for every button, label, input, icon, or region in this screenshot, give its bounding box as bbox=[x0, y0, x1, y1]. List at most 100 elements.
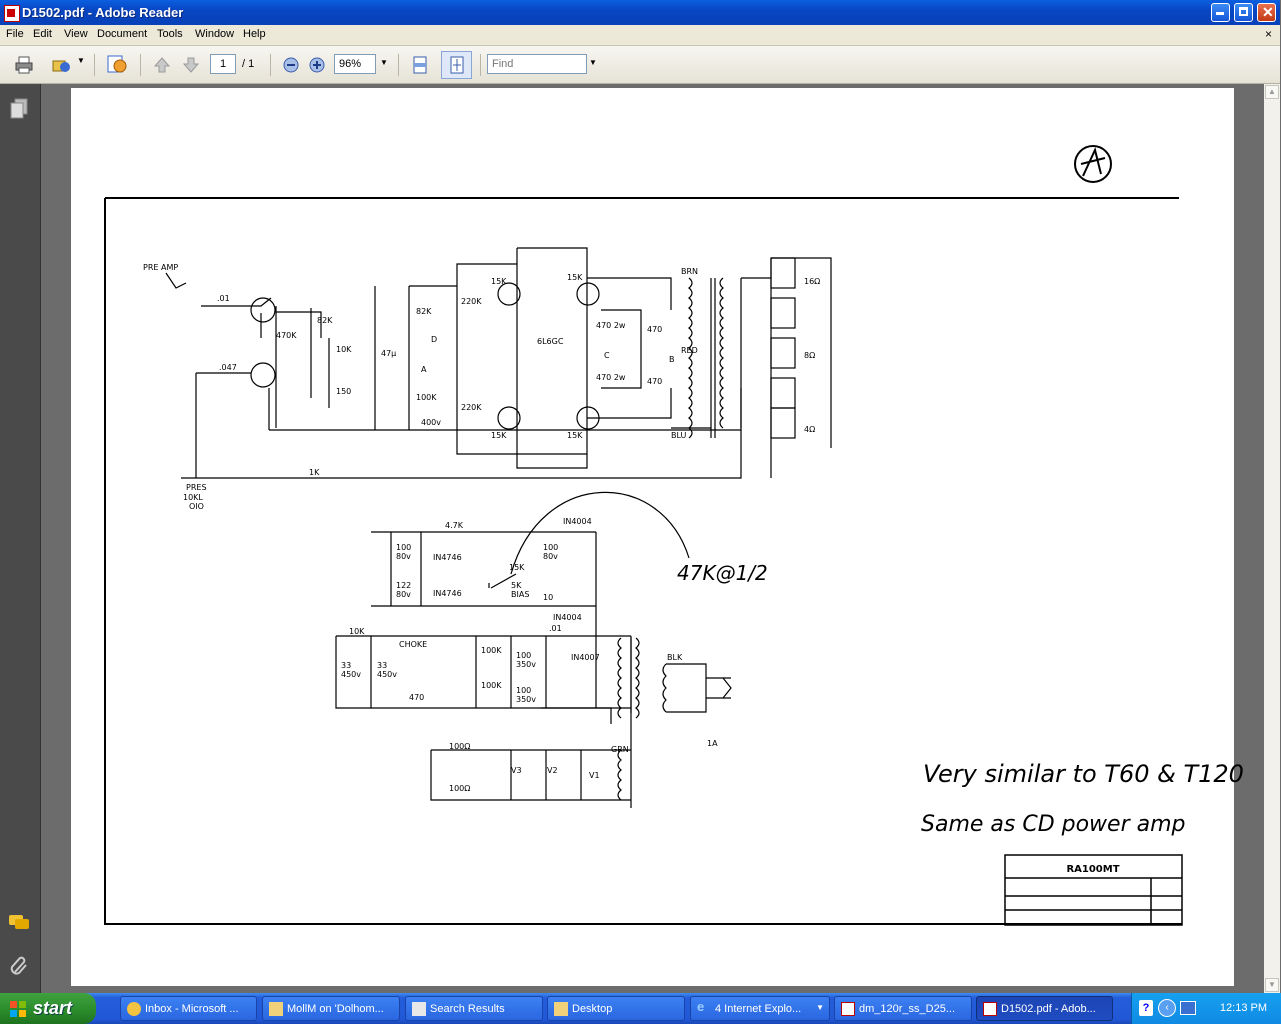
zoom-dropdown-icon[interactable]: ▼ bbox=[380, 58, 388, 67]
wire-brn-label: BRN bbox=[681, 267, 698, 276]
heater-v1-label: V1 bbox=[589, 771, 600, 780]
pdf-file-icon-active bbox=[983, 1002, 997, 1016]
toolbar: ▼ / 1 ▼ ▼ bbox=[0, 46, 1280, 84]
output-8-label: 8Ω bbox=[804, 351, 815, 360]
wire-blu-label: BLU bbox=[671, 431, 687, 440]
sign-document-icon[interactable] bbox=[105, 52, 129, 76]
network-icon[interactable] bbox=[1180, 1001, 1196, 1015]
start-button[interactable]: start bbox=[0, 993, 96, 1024]
taskbar: start Inbox - Microsoft ... MollM on 'Do… bbox=[0, 993, 1281, 1024]
bias-label: BIAS bbox=[511, 590, 529, 599]
menu-bar: File Edit View Document Tools Window Hel… bbox=[0, 25, 1280, 46]
scroll-up-icon[interactable]: ▲ bbox=[1265, 85, 1279, 99]
resistor-10k-label: 10K bbox=[336, 345, 352, 354]
windows-logo-icon bbox=[10, 1001, 26, 1017]
previous-page-icon[interactable] bbox=[152, 55, 172, 75]
node-c-label: C bbox=[604, 351, 610, 360]
outlook-icon bbox=[127, 1002, 141, 1016]
help-icon[interactable]: ? bbox=[1139, 1000, 1153, 1016]
maximize-button[interactable] bbox=[1234, 3, 1253, 22]
cap-100-label: 100 bbox=[396, 543, 411, 552]
cap-80-b-label: 80v bbox=[543, 552, 558, 561]
menu-document[interactable]: Document bbox=[97, 28, 148, 40]
resistor-220k-a-label: 220K bbox=[461, 297, 482, 306]
task-search-results[interactable]: Search Results bbox=[405, 996, 543, 1021]
folder-icon bbox=[269, 1002, 283, 1016]
heater-v3-label: V3 bbox=[511, 766, 522, 775]
vertical-scrollbar[interactable]: ▲ ▼ bbox=[1264, 84, 1280, 993]
brand-logo-icon bbox=[1074, 145, 1112, 183]
resistor-15k-a-label: 15K bbox=[491, 277, 507, 286]
node-a-label: A bbox=[421, 365, 427, 374]
scroll-down-icon[interactable]: ▼ bbox=[1265, 978, 1279, 992]
cap-400v-label: 400v bbox=[421, 418, 441, 427]
menu-file[interactable]: File bbox=[6, 28, 24, 40]
attachments-panel-icon[interactable] bbox=[9, 954, 29, 976]
cap-047-label: .047 bbox=[219, 363, 237, 372]
menu-help[interactable]: Help bbox=[243, 28, 266, 40]
cap-01-label: .01 bbox=[217, 294, 230, 303]
menu-view[interactable]: View bbox=[64, 28, 88, 40]
cap-80v-label: 80v bbox=[396, 590, 411, 599]
task-mollm[interactable]: MollM on 'Dolhom... bbox=[262, 996, 400, 1021]
clock[interactable]: 12:13 PM bbox=[1219, 1002, 1267, 1014]
cap-122-label: 122 bbox=[396, 581, 411, 590]
menu-tools[interactable]: Tools bbox=[157, 28, 183, 40]
resistor-470-d-label: 470 bbox=[647, 377, 662, 386]
group-dropdown-icon[interactable]: ▼ bbox=[816, 1003, 824, 1012]
zoom-in-icon[interactable] bbox=[308, 56, 326, 74]
resistor-100k-b-label: 100K bbox=[481, 646, 502, 655]
tray-expand-icon[interactable]: ‹ bbox=[1158, 999, 1176, 1017]
node-d-label: D bbox=[431, 335, 437, 344]
diode-in4007-label: IN4007 bbox=[571, 653, 600, 662]
desktop-folder-icon bbox=[554, 1002, 568, 1016]
page-number-input[interactable] bbox=[210, 54, 236, 74]
comments-panel-icon[interactable] bbox=[8, 913, 30, 933]
cap-47u-label: 47µ bbox=[381, 349, 396, 358]
resistor-82k-b-label: 82K bbox=[416, 307, 432, 316]
cap-100-d-label: 100 bbox=[516, 686, 531, 695]
menu-edit[interactable]: Edit bbox=[33, 28, 52, 40]
next-page-icon[interactable] bbox=[181, 55, 201, 75]
resistor-15k-b-label: 15K bbox=[567, 273, 583, 282]
task-inbox[interactable]: Inbox - Microsoft ... bbox=[120, 996, 257, 1021]
cap-10-label: 10 bbox=[543, 593, 553, 602]
resistor-15k-d-label: 15K bbox=[567, 431, 583, 440]
resistor-82k-label: 82K bbox=[317, 316, 333, 325]
cap-100-b-label: 100 bbox=[543, 543, 558, 552]
internet-explorer-icon: e bbox=[697, 999, 705, 1014]
fit-page-button[interactable] bbox=[441, 51, 472, 79]
task-pdf-dm120r[interactable]: dm_120r_ss_D25... bbox=[834, 996, 972, 1021]
task-desktop[interactable]: Desktop bbox=[547, 996, 685, 1021]
cap-100-c-v-label: 350v bbox=[516, 660, 536, 669]
resistor-470k-label: 470K bbox=[276, 331, 297, 340]
output-4-label: 4Ω bbox=[804, 425, 815, 434]
email-share-icon[interactable] bbox=[51, 55, 71, 75]
find-dropdown-icon[interactable]: ▼ bbox=[589, 58, 597, 67]
title-bar[interactable]: D1502.pdf - Adobe Reader ✕ bbox=[0, 0, 1280, 25]
pages-panel-icon[interactable] bbox=[9, 98, 29, 120]
resistor-100-b-label: 100Ω bbox=[449, 784, 470, 793]
share-dropdown-icon[interactable]: ▼ bbox=[77, 56, 85, 65]
zoom-out-icon[interactable] bbox=[282, 56, 300, 74]
minimize-button[interactable] bbox=[1211, 3, 1230, 22]
bias-pot-5k-label: 5K bbox=[511, 581, 522, 590]
tube-type-label: 6L6GC bbox=[537, 337, 564, 346]
model-number-label: RA100MT bbox=[1066, 864, 1119, 875]
close-window-button[interactable]: ✕ bbox=[1257, 3, 1276, 22]
choke-label: CHOKE bbox=[399, 640, 427, 649]
resistor-47k-label: 4.7K bbox=[445, 521, 464, 530]
menu-window[interactable]: Window bbox=[195, 28, 235, 40]
close-document-icon[interactable]: × bbox=[1264, 27, 1272, 41]
pres-sub-label: OIO bbox=[189, 502, 204, 511]
zoom-level-input[interactable] bbox=[334, 54, 376, 74]
task-pdf-d1502[interactable]: D1502.pdf - Adob... bbox=[976, 996, 1113, 1021]
fit-width-icon[interactable] bbox=[410, 55, 430, 75]
resistor-100k-label: 100K bbox=[416, 393, 437, 402]
cap-33-b-v-label: 450v bbox=[377, 670, 397, 679]
pdf-file-icon bbox=[841, 1002, 855, 1016]
document-viewport[interactable]: RA100MT Very similar to T60 & T120 Same … bbox=[41, 84, 1264, 993]
print-icon[interactable] bbox=[14, 55, 34, 75]
find-input[interactable] bbox=[487, 54, 587, 74]
